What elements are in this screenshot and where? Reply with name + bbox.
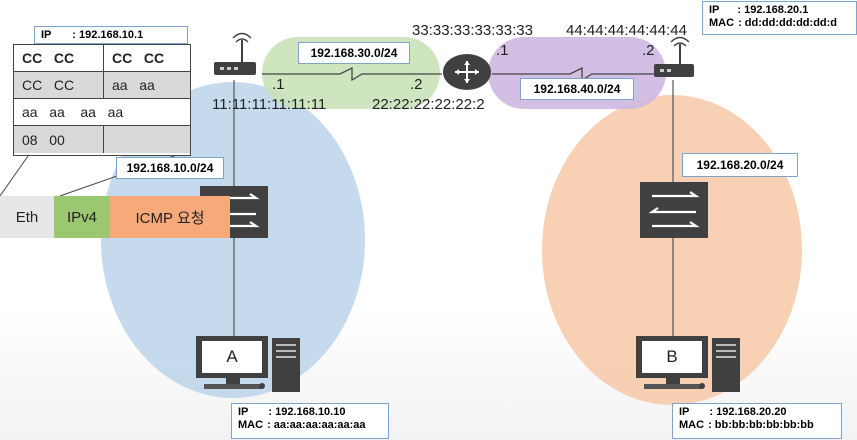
r3-port-tag: .2: [642, 42, 655, 59]
net-link1-label: 192.168.30.0/24: [298, 42, 410, 64]
router-b-ip-line: IP : 192.168.20.1: [709, 4, 850, 17]
r2-right-mac-tag: 33:33:33:33:33:33: [412, 22, 533, 39]
host-a-label: A: [226, 347, 238, 366]
switch-b[interactable]: [640, 182, 708, 238]
host-a-ip-line: IP : 192.168.10.10: [238, 406, 382, 419]
net-link2-label: 192.168.40.0/24: [520, 78, 634, 100]
frame-cell: aa aa: [112, 77, 155, 93]
router-a[interactable]: [214, 32, 256, 76]
router-b-mac-value: : dd:dd:dd:dd:dd:d: [738, 17, 838, 29]
packet-ipv4: IPv4: [54, 196, 110, 238]
host-a-ip-value: : 192.168.10.10: [268, 406, 346, 418]
frame-header-table: CC CC CC CC CC CC aa aa aa aa aa aa 08 0…: [13, 44, 191, 156]
frame-ip-value: : 192.168.10.1: [72, 29, 144, 41]
serial-link-2: [492, 66, 656, 82]
frame-row-1: CC CC CC CC: [14, 45, 190, 72]
host-a-mac-label: MAC: [238, 419, 264, 431]
packet-icmp: ICMP 요청: [110, 196, 230, 238]
r1-mac-tag: 11:11:11:11:11:11: [212, 96, 327, 113]
router-b-info-box: IP : 192.168.20.1 MAC: dd:dd:dd:dd:dd:d: [702, 1, 857, 35]
host-b-label: B: [666, 347, 678, 366]
host-b-mac-line: MAC: bb:bb:bb:bb:bb:bb: [679, 419, 835, 432]
router-b-ip-label: IP: [709, 4, 720, 16]
router-b[interactable]: [654, 36, 694, 78]
r2-left-port-tag: .2: [410, 76, 423, 93]
router-b-mac-label: MAC: [709, 17, 735, 29]
frame-ip-label: IP: [41, 29, 52, 41]
r2-left-mac-tag: 22:22:22:22:22:2: [372, 96, 485, 113]
host-b-mac-value: : bb:bb:bb:bb:bb:bb: [708, 419, 814, 431]
frame-cell: CC CC: [14, 45, 104, 71]
host-b-computer[interactable]: [636, 336, 740, 392]
frame-row-3: aa aa aa aa: [14, 99, 190, 126]
host-a-ip-label: IP: [238, 406, 249, 418]
router-b-mac-line: MAC: dd:dd:dd:dd:dd:d: [709, 17, 850, 30]
net-b-label: 192.168.20.0/24: [682, 153, 798, 177]
r2-right-port-tag: .1: [496, 42, 509, 59]
host-a-info-box: IP : 192.168.10.10 MAC: aa:aa:aa:aa:aa:aa: [231, 403, 389, 439]
host-b-ip-value: : 192.168.20.20: [709, 406, 787, 418]
frame-ip-box: IP : 192.168.10.1: [34, 26, 188, 44]
frame-cell: [104, 126, 190, 153]
r1-port-tag: .1: [272, 76, 285, 93]
r3-mac-tag: 44:44:44:44:44:44: [566, 22, 687, 39]
frame-row-2: CC CC aa aa: [14, 72, 190, 99]
frame-cell: aa aa aa aa: [22, 104, 124, 120]
pointer-line-1: [0, 155, 29, 197]
router-b-ip-value: : 192.168.20.1: [737, 4, 809, 16]
frame-cell: CC CC: [112, 50, 165, 66]
host-b-ip-line: IP : 192.168.20.20: [679, 406, 835, 419]
host-b-mac-label: MAC: [679, 419, 705, 431]
host-a-computer[interactable]: [196, 336, 300, 392]
packet-eth: Eth: [0, 196, 54, 238]
host-a-mac-value: : aa:aa:aa:aa:aa:aa: [267, 419, 366, 431]
host-a-mac-line: MAC: aa:aa:aa:aa:aa:aa: [238, 419, 382, 432]
frame-cell: 08 00: [14, 126, 104, 153]
core-router[interactable]: [443, 54, 491, 90]
net-a-label: 192.168.10.0/24: [116, 157, 224, 179]
serial-link-1: [262, 66, 442, 82]
host-b-ip-label: IP: [679, 406, 690, 418]
frame-cell: CC CC: [14, 72, 104, 98]
host-b-info-box: IP : 192.168.20.20 MAC: bb:bb:bb:bb:bb:bb: [672, 403, 842, 439]
frame-row-4: 08 00: [14, 126, 190, 153]
